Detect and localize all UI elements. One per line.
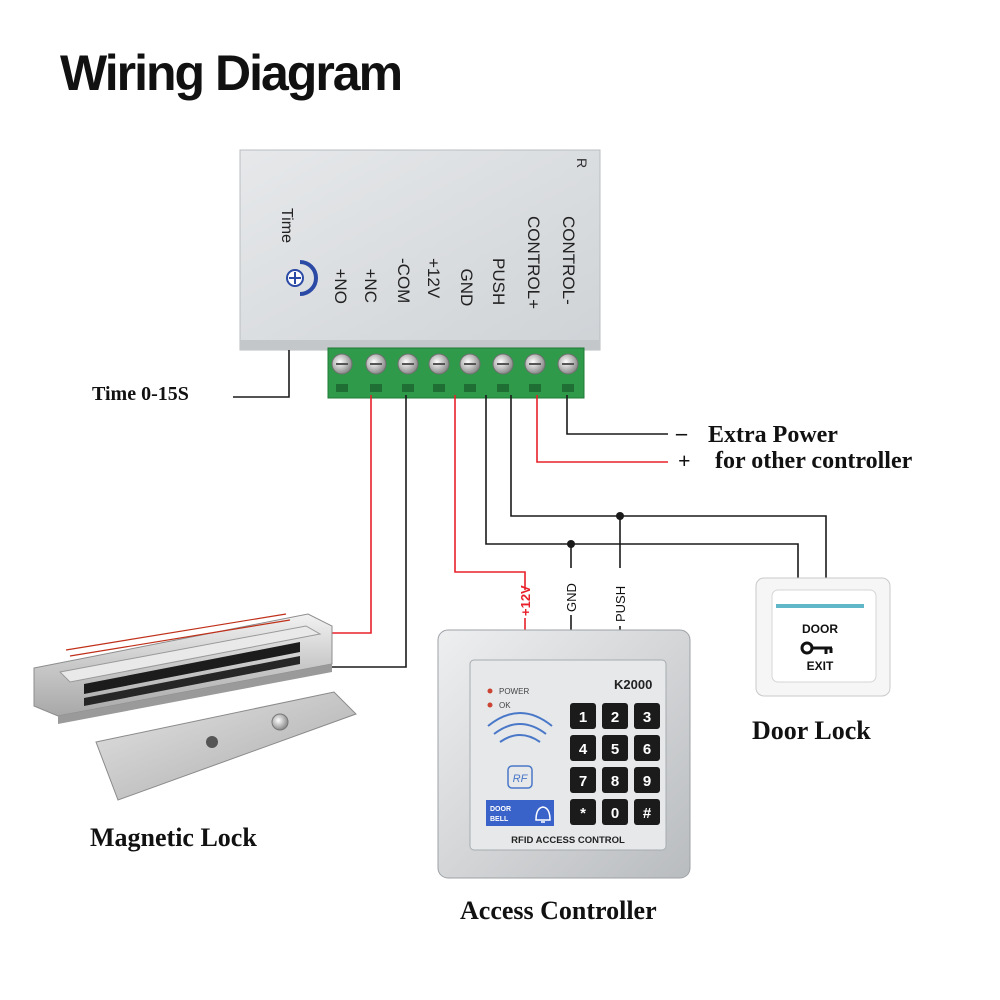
power-supply-box: R Time +NO +NC -COM +12V GND PUSH CONTROL+ CONT…	[239, 149, 601, 351]
door-button-bottom-text: EXIT	[807, 659, 834, 673]
wire-com-to-lock	[330, 395, 407, 668]
power-led-icon	[487, 688, 493, 694]
keypad-key[interactable]	[602, 703, 628, 729]
bell-icon	[535, 806, 551, 823]
wire-slot	[336, 384, 348, 392]
terminal-label: -COM	[394, 258, 413, 303]
keypad-key-label: 3	[643, 709, 651, 726]
keypad-key-label: #	[643, 805, 652, 822]
plate-screw-hole	[206, 736, 218, 748]
time-adjust-knob-icon[interactable]	[286, 260, 318, 296]
keypad-key[interactable]	[634, 799, 660, 825]
terminal-screws	[331, 353, 579, 392]
door-lock-caption: Door Lock	[752, 716, 871, 745]
wire-nc-to-lock	[328, 395, 372, 634]
keypad-key[interactable]	[570, 799, 596, 825]
wire-gnd-bus	[485, 395, 799, 578]
access-controller-caption: Access Controller	[460, 896, 657, 925]
edge-glyph: R	[574, 158, 590, 168]
key-icon	[800, 641, 833, 655]
keypad-key-label: 9	[643, 773, 651, 790]
access-controller: K2000 POWER OK RF DOOR BELL 1 2 3 4 5 6 7 8 9 * 0 #…	[437, 629, 691, 879]
wire-label-push: PUSH	[613, 586, 628, 622]
wire-slot	[402, 384, 414, 392]
keypad-key[interactable]	[570, 735, 596, 761]
wire-slot	[464, 384, 476, 392]
keypad-key[interactable]	[602, 799, 628, 825]
plate-screw	[271, 713, 289, 731]
extra-power-line2: for other controller	[715, 448, 913, 474]
wire-push-bus	[510, 395, 827, 578]
keypad-key[interactable]	[570, 767, 596, 793]
wires	[233, 350, 827, 668]
ok-led-label: OK	[499, 701, 511, 710]
wire-slot	[370, 384, 382, 392]
extra-power-line1: Extra Power	[708, 422, 838, 448]
doorbell-line1: DOOR	[490, 806, 511, 813]
keypad-key-label: 5	[611, 741, 619, 758]
power-led-label: POWER	[499, 687, 529, 696]
terminal-label: +NO	[331, 269, 350, 304]
armature-plate	[95, 691, 357, 801]
keypad-key-label: 6	[643, 741, 651, 758]
wire-label-12v: +12V	[518, 585, 533, 616]
rf-badge-text: RF	[513, 773, 529, 785]
keypad-key-label: 4	[579, 741, 588, 758]
keypad-key-label: *	[580, 805, 586, 822]
wire-control-plus	[536, 395, 668, 463]
extra-power-plus: +	[678, 448, 691, 473]
wire-slot	[562, 384, 574, 392]
door-exit-button[interactable]: DOOR EXIT	[755, 577, 891, 697]
controller-model: K2000	[614, 677, 652, 692]
wire-control-minus	[566, 395, 668, 435]
terminal-block	[327, 347, 585, 399]
magnetic-lock-caption: Magnetic Lock	[90, 823, 257, 852]
time-range-label: Time 0-15S	[92, 383, 189, 405]
time-pointer-line	[233, 350, 290, 398]
rf-badge	[507, 765, 533, 789]
ok-led-icon	[487, 702, 493, 708]
terminal-label: CONTROL+	[524, 216, 543, 309]
page-title: Wiring Diagram	[60, 45, 403, 101]
doorbell-line2: BELL	[490, 816, 509, 823]
time-adjust-label: Time	[278, 208, 295, 243]
wire-slot	[433, 384, 445, 392]
keypad-key[interactable]	[602, 767, 628, 793]
keypad-key[interactable]	[634, 703, 660, 729]
terminal-label: +NC	[361, 269, 380, 303]
doorbell-button[interactable]: DOOR BELL	[486, 800, 554, 826]
door-button-top-text: DOOR	[802, 622, 838, 636]
keypad-key-label: 7	[579, 773, 587, 790]
extra-power-minus: –	[676, 420, 687, 445]
terminal-label: PUSH	[489, 258, 508, 305]
keypad-key[interactable]	[570, 703, 596, 729]
wire-slot	[529, 384, 541, 392]
wire-12v-to-controller	[454, 395, 526, 590]
keypad: 1 2 3 4 5 6 7 8 9 * 0 #	[570, 703, 660, 825]
keypad-key-label: 0	[611, 805, 619, 822]
rf-waves-icon	[487, 712, 553, 743]
keypad-key[interactable]	[634, 735, 660, 761]
wire-label-gnd: GND	[564, 583, 579, 612]
terminal-label: CONTROL-	[559, 216, 578, 305]
terminal-label: +12V	[424, 258, 443, 299]
controller-panel-text: RFID ACCESS CONTROL	[511, 835, 625, 846]
wire-slot	[497, 384, 509, 392]
keypad-key[interactable]	[602, 735, 628, 761]
magnetic-lock	[33, 613, 357, 801]
junction-push	[616, 512, 624, 520]
terminal-labels: +NO +NC -COM +12V GND PUSH CONTROL+ CONTROL-	[331, 216, 578, 309]
keypad-key-label: 8	[611, 773, 619, 790]
keypad-key-label: 1	[579, 709, 587, 726]
terminal-label: GND	[457, 269, 476, 307]
keypad-key-label: 2	[611, 709, 619, 726]
keypad-key[interactable]	[634, 767, 660, 793]
junction-gnd	[567, 540, 575, 548]
